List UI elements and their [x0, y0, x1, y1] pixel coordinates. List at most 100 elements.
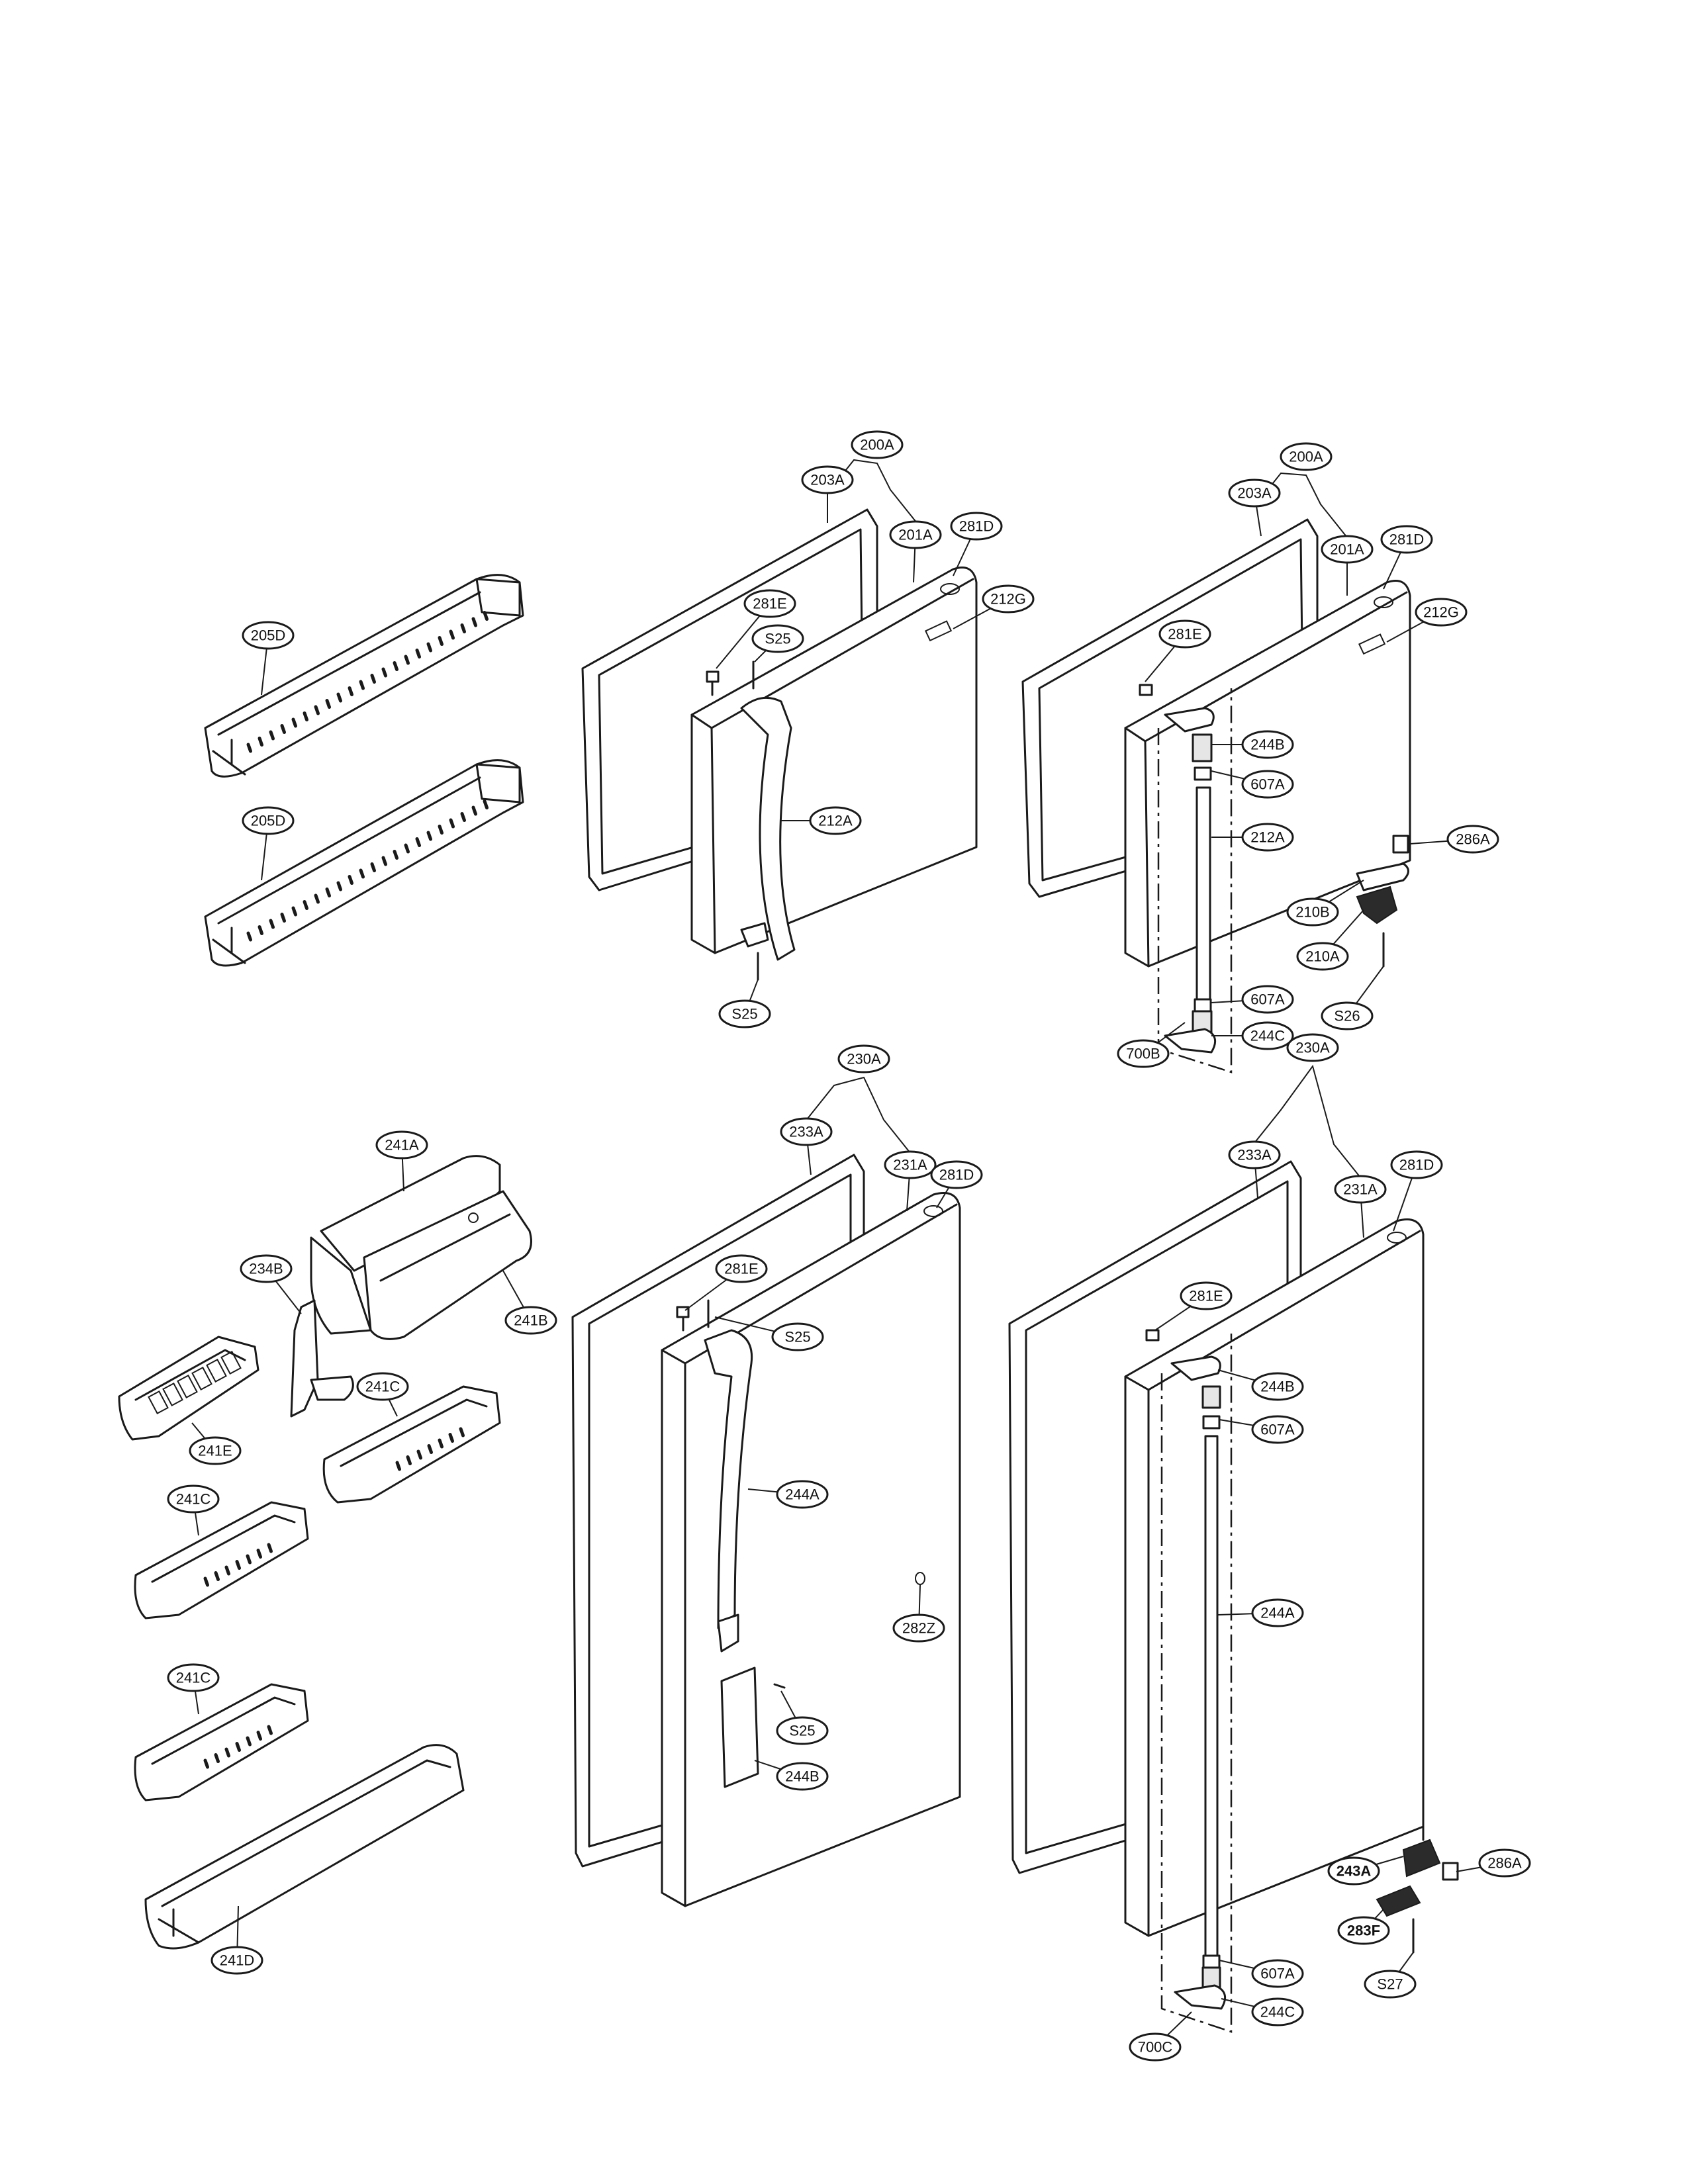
part-code-d4_233A: 233A — [1237, 1147, 1272, 1163]
part-label-shelf_241E: 241E — [189, 1436, 242, 1465]
part-code-d2_281D: 281D — [1389, 531, 1425, 548]
door-bin-205D-upper — [204, 574, 524, 778]
part-label-d2_212G: 212G — [1415, 598, 1468, 627]
part-code-d4_230A: 230A — [1295, 1040, 1330, 1056]
part-label-d1_200A: 200A — [851, 430, 904, 459]
part-code-d2_244B: 244B — [1250, 737, 1284, 753]
part-label-d3_244A: 244A — [776, 1480, 829, 1509]
part-code-d1_S25a: S25 — [765, 631, 790, 647]
part-label-shelf_241C_b: 241C — [167, 1484, 220, 1514]
part-code-shelf_241C_a: 241C — [365, 1379, 400, 1395]
part-label-d3_233A: 233A — [780, 1117, 833, 1146]
part-label-shelf_234B: 234B — [240, 1254, 293, 1283]
part-label-d2_203A: 203A — [1228, 478, 1281, 508]
part-label-d2_S26: S26 — [1321, 1001, 1374, 1030]
part-code-d4_S27: S27 — [1377, 1976, 1403, 1993]
part-label-d2_607A_top: 607A — [1241, 770, 1294, 799]
part-label-d2_607A_bot: 607A — [1241, 985, 1294, 1014]
part-code-d1_201A: 201A — [898, 527, 933, 543]
part-label-d2_700B: 700B — [1117, 1039, 1170, 1068]
part-label-d1_201A: 201A — [889, 520, 942, 549]
part-label-d4_231A: 231A — [1334, 1175, 1387, 1204]
door-handle-244A-d3 — [704, 1329, 753, 1653]
part-label-d2_244B: 244B — [1241, 730, 1294, 759]
screws-d3 — [676, 1299, 786, 1689]
part-code-d1_212G: 212G — [990, 591, 1026, 608]
hinge-assembly-d2 — [1139, 684, 1409, 1073]
part-label-shelf_241B: 241B — [504, 1306, 557, 1335]
part-label-d2_244C: 244C — [1241, 1021, 1294, 1050]
part-code-d2_S26: S26 — [1334, 1008, 1360, 1024]
part-code-d3_231A: 231A — [893, 1157, 927, 1173]
part-label-d1_S25a: S25 — [751, 624, 804, 653]
part-label-shelf_241D: 241D — [211, 1946, 263, 1975]
part-label-d1_281E: 281E — [743, 589, 796, 618]
part-label-d4_286A: 286A — [1478, 1848, 1531, 1878]
part-code-d2_607A_bot: 607A — [1250, 991, 1285, 1008]
part-label-d4_243A: 243A — [1327, 1856, 1380, 1886]
part-label-d4_244C: 244C — [1251, 1997, 1304, 2026]
part-code-d1_200A: 200A — [860, 437, 894, 453]
part-code-d4_244C: 244C — [1260, 2004, 1295, 2021]
part-code-d4_281D: 281D — [1399, 1157, 1434, 1173]
part-label-d4_233A: 233A — [1228, 1140, 1281, 1169]
door-bin-241C-b — [134, 1501, 309, 1619]
bracket-230A-d4 — [1254, 1064, 1361, 1178]
part-code-d4_281E: 281E — [1189, 1288, 1223, 1304]
part-label-bin_top2: 205D — [242, 806, 295, 835]
part-label-bin_top1: 205D — [242, 621, 295, 650]
part-code-d2_212G: 212G — [1423, 604, 1459, 621]
part-code-d3_281E: 281E — [724, 1261, 758, 1277]
part-label-d2_210B: 210B — [1286, 897, 1339, 927]
handle-cap-244B-d3 — [720, 1666, 759, 1788]
part-code-d1_281E: 281E — [753, 596, 786, 612]
part-label-d4_S27: S27 — [1364, 1970, 1417, 1999]
door-bin-241C-c — [134, 1683, 309, 1801]
part-label-d4_283F: 283F — [1337, 1916, 1390, 1945]
part-code-shelf_241A: 241A — [385, 1137, 419, 1154]
part-label-shelf_241C_a: 241C — [356, 1372, 409, 1401]
part-code-d2_212A: 212A — [1250, 829, 1285, 846]
part-label-d3_S25a: S25 — [771, 1322, 824, 1351]
part-label-d1_S25b: S25 — [718, 999, 771, 1028]
door-bin-205D-lower — [204, 759, 524, 967]
part-code-d1_212A: 212A — [818, 813, 853, 829]
part-label-d4_281D: 281D — [1390, 1150, 1443, 1179]
part-code-d2_281E: 281E — [1168, 626, 1201, 643]
part-code-d4_607A_bot: 607A — [1260, 1966, 1295, 1982]
part-label-d2_201A: 201A — [1321, 535, 1374, 564]
part-code-d4_231A: 231A — [1343, 1181, 1378, 1198]
part-code-d4_283F: 283F — [1347, 1923, 1380, 1939]
part-code-d4_607A_top: 607A — [1260, 1422, 1295, 1438]
part-label-d1_203A: 203A — [801, 465, 854, 494]
part-code-d4_244B: 244B — [1260, 1379, 1294, 1395]
part-code-d2_201A: 201A — [1330, 541, 1364, 558]
part-label-d4_281E: 281E — [1180, 1281, 1233, 1310]
part-code-d4_244A: 244A — [1260, 1605, 1295, 1621]
part-code-bin_top1: 205D — [251, 627, 286, 644]
part-code-d2_210A: 210A — [1305, 948, 1340, 965]
part-label-d2_210A: 210A — [1296, 942, 1349, 971]
part-code-bin_top2: 205D — [251, 813, 286, 829]
part-code-d4_243A: 243A — [1336, 1863, 1372, 1880]
part-label-d4_244B: 244B — [1251, 1372, 1304, 1401]
part-label-d3_281E: 281E — [715, 1254, 768, 1283]
part-code-d1_S25b: S25 — [731, 1006, 757, 1023]
part-label-d4_607A_bot: 607A — [1251, 1959, 1304, 1988]
hinge-assembly-d4 — [1145, 1329, 1459, 2033]
part-code-d1_281D: 281D — [959, 518, 994, 535]
door-bin-241C-a — [322, 1385, 501, 1504]
part-code-d3_S25a: S25 — [784, 1329, 810, 1345]
part-label-d3_230A: 230A — [837, 1044, 890, 1073]
bracket-230A-d3 — [807, 1076, 911, 1154]
part-code-shelf_241C_b: 241C — [176, 1491, 211, 1508]
part-label-d3_231A: 231A — [884, 1150, 937, 1179]
part-label-d1_212G: 212G — [982, 584, 1035, 614]
part-label-d3_244B: 244B — [776, 1762, 829, 1791]
part-label-d1_281D: 281D — [950, 512, 1003, 541]
part-label-d2_200A: 200A — [1280, 442, 1333, 471]
part-label-d3_282Z: 282Z — [892, 1614, 945, 1643]
part-label-d4_700C: 700C — [1129, 2032, 1182, 2062]
dairy-box-241A — [310, 1155, 532, 1340]
part-code-shelf_241E: 241E — [198, 1443, 232, 1459]
